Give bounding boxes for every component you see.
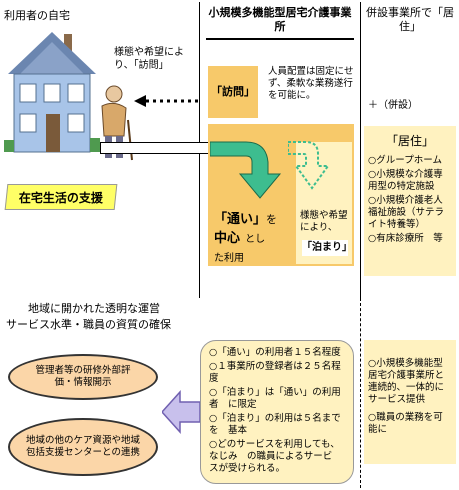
day-main-toshi: とし xyxy=(245,234,266,245)
support-banner-text: 在宅生活の支援 xyxy=(18,191,103,205)
facility-header-underline xyxy=(206,38,354,40)
rules-box: 「通い」の利用者１５名程度 １事業所の登録者は２５名程度 「泊まり」は「通い」の… xyxy=(200,340,354,484)
integrated-box: 小規模多機能型居宅介護事業所と連続的、一体的にサービス提供 職員の業務を可能に xyxy=(364,340,456,464)
facility-visit-box: 「訪問」 xyxy=(208,66,258,118)
rules-item: 「泊まり」は「通い」の利用者 に限定 xyxy=(209,387,345,411)
rules-item: 「泊まり」の利用は５名までを 基本 xyxy=(209,413,345,437)
day-main-riyo: た利用 xyxy=(214,253,244,264)
annex-plus: ＋（併設） xyxy=(368,100,418,111)
rules-item: 「通い」の利用者１５名程度 xyxy=(209,347,345,359)
community-title: 地域に開かれた透明な運営 xyxy=(28,302,160,315)
facility-header: 小規模多機能型居宅介護事業所 xyxy=(208,6,352,33)
support-banner: 在宅生活の支援 xyxy=(4,184,118,210)
rules-item: どのサービスを利用しても、なじみ の職員によるサービ スが受けられる。 xyxy=(209,439,345,475)
visit-note: 様態や希望により、「訪問」 xyxy=(114,47,184,71)
home-title: 利用者の自宅 xyxy=(4,9,70,22)
oval-network-text: 地域の他のケア資源や地域包括支援センターとの連携 xyxy=(26,435,141,458)
rules-list: 「通い」の利用者１５名程度 １事業所の登録者は２５名程度 「泊まり」は「通い」の… xyxy=(209,347,345,475)
separator-right xyxy=(360,2,361,298)
annex-item: 有床診療所 等 xyxy=(368,233,452,245)
stay-note: 様態や希望により、 xyxy=(300,210,348,233)
oval-training-text: 管理者等の研修外部評価・情報開示 xyxy=(35,365,131,388)
annex-header: 併設事業所で「居住」 xyxy=(366,6,454,33)
house-icon xyxy=(4,32,100,153)
annex-box-title: 「居住」 xyxy=(385,134,434,148)
stay-label: 「泊まり」 xyxy=(302,242,352,253)
annex-list: グループホーム 小規模な介護専用型の特定施設 小規模介護老人福祉施設（サテライト… xyxy=(368,155,452,245)
community-subtitle: サービス水準・職員の資質の確保 xyxy=(6,318,171,331)
purple-arrow xyxy=(162,390,201,434)
integrated-item: 職員の業務を可能に xyxy=(368,412,452,436)
staffing-note: 人員配置は固定にせず、柔軟な業務遂行を可能に。 xyxy=(268,66,354,101)
rules-item: １事業所の登録者は２５名程度 xyxy=(209,361,345,385)
facility-visit-label: 「訪問」 xyxy=(211,85,255,98)
day-use-arrow xyxy=(210,141,282,199)
home-connector xyxy=(100,142,210,154)
day-main-chushin: 中心 xyxy=(214,231,241,246)
stay-label-box: 「泊まり」 xyxy=(302,240,352,256)
annex-box: 「居住」 グループホーム 小規模な介護専用型の特定施設 小規模介護老人福祉施設（… xyxy=(364,126,456,276)
oval-training: 管理者等の研修外部評価・情報開示 xyxy=(8,354,158,400)
integrated-item: 小規模多機能型居宅介護事業所と連続的、一体的にサービス提供 xyxy=(368,358,452,406)
visit-arrow xyxy=(134,95,200,107)
day-main-tsuui: 「通い」 xyxy=(214,212,267,227)
day-use-text: 「通い」を 中心 とし た利用 xyxy=(214,208,298,265)
annex-item: グループホーム xyxy=(368,155,452,167)
separator-dashed xyxy=(360,298,361,488)
annex-item: 小規模な介護専用型の特定施設 xyxy=(368,169,452,193)
integrated-list: 小規模多機能型居宅介護事業所と連続的、一体的にサービス提供 職員の業務を可能に xyxy=(368,358,452,436)
annex-item: 小規模介護老人福祉施設（サテライト特養等） xyxy=(368,195,452,231)
oval-network: 地域の他のケア資源や地域包括支援センターとの連携 xyxy=(8,418,158,476)
stay-arrow xyxy=(288,141,330,190)
day-main-wo: を xyxy=(266,213,278,226)
